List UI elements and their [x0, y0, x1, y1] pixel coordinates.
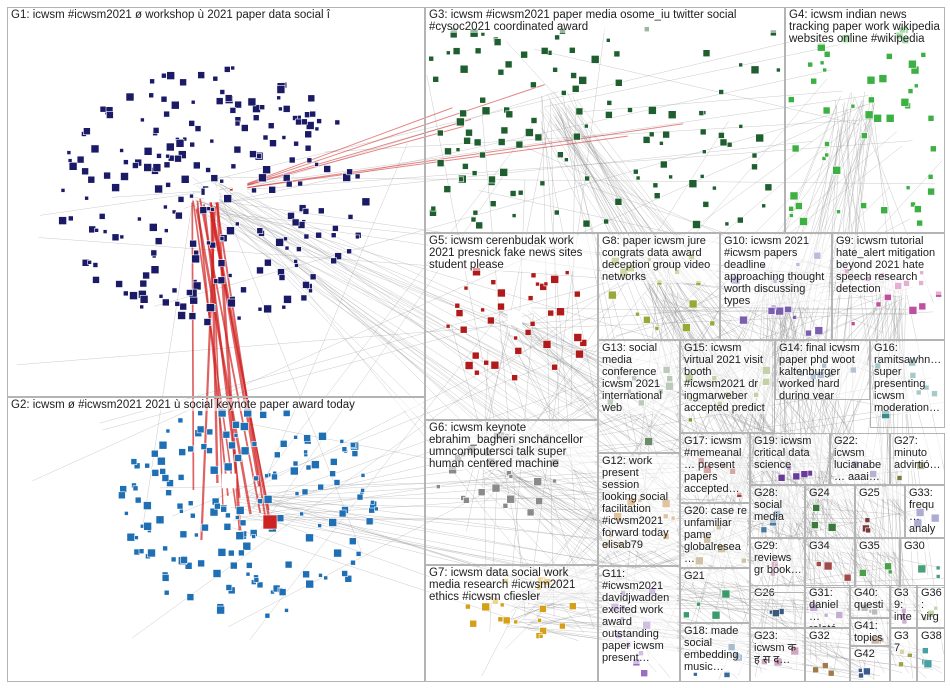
- group-box-g24: G24: [805, 485, 855, 538]
- group-label: G33: frequ… analy…: [909, 487, 942, 538]
- group-label: G34: [809, 540, 852, 552]
- group-label: G35: [859, 540, 897, 552]
- group-label: G1: icwsm #icwsm2021 ø workshop ù 2021 p…: [11, 9, 422, 21]
- group-label: G25: [859, 487, 902, 499]
- group-box-g27: G27: minuto advirtió…: [890, 433, 945, 485]
- group-box-g20: G20: case re unfamiliar pame globalresea…: [680, 503, 750, 568]
- group-box-g18: G18: made social embedding music…: [680, 623, 750, 682]
- group-label: G31: daniel… relató…: [809, 587, 847, 628]
- group-box-g41: G41: topics…: [850, 618, 890, 646]
- group-box-g4: G4: icwsm indian news tracking paper wor…: [785, 7, 945, 233]
- group-label: G9: icwsm tutorial hate_alert mitigation…: [836, 235, 942, 295]
- group-label: G40: questi…: [854, 587, 887, 618]
- group-box-g37: G37: [890, 628, 917, 682]
- group-box-g29: G29: reviews gr book…: [750, 538, 805, 593]
- group-box-g13: G13: social media conference icwsm 2021 …: [598, 340, 680, 453]
- group-box-g21: G21: [680, 568, 750, 623]
- group-label: G29: reviews gr book…: [754, 540, 802, 576]
- group-label: G21: [684, 570, 747, 582]
- group-box-g7: G7: icwsm data social work media researc…: [425, 565, 598, 682]
- group-label: G4: icwsm indian news tracking paper wor…: [789, 9, 942, 45]
- group-box-g35: G35: [855, 538, 900, 588]
- group-label: G22: icwsm lucianabe… aaai…: [834, 435, 887, 483]
- group-label: G10: icwsm 2021 #icwsm papers deadline a…: [724, 235, 829, 307]
- group-label: G16: ramitsawhn… super presenting icwsm …: [874, 342, 942, 414]
- group-box-g39: G39: inte… soc…: [890, 585, 917, 628]
- group-box-g30: G30: [900, 538, 945, 588]
- group-box-g31: G31: daniel… relató…: [805, 585, 850, 628]
- group-label: G13: social media conference icwsm 2021 …: [602, 342, 677, 414]
- group-label: G38: [921, 630, 942, 642]
- group-box-g36: G36: virg… soc…: [917, 585, 945, 628]
- group-label: G32: [809, 630, 847, 642]
- group-box-g3: G3: icwsm #icwsm2021 paper media osome_i…: [425, 7, 785, 233]
- group-box-g22: G22: icwsm lucianabe… aaai…: [830, 433, 890, 485]
- group-label: G18: made social embedding music…: [684, 625, 747, 673]
- group-label: G19: icwsm critical data science: [754, 435, 827, 471]
- group-label: G27: minuto advirtió…: [894, 435, 942, 471]
- group-label: G24: [809, 487, 852, 499]
- group-label: G7: icwsm data social work media researc…: [429, 567, 595, 603]
- group-box-g10: G10: icwsm 2021 #icwsm papers deadline a…: [720, 233, 832, 340]
- group-label: G37: [894, 630, 914, 654]
- group-box-g15: G15: icwsm virtual 2021 visit booth #icw…: [680, 340, 775, 433]
- group-label: G5: icwsm cerenbudak work 2021 presnick …: [429, 235, 595, 271]
- group-label: G42: [854, 648, 887, 660]
- group-box-g8: G8: paper icwsm jure congrats data award…: [598, 233, 720, 340]
- group-label: G41: topics…: [854, 620, 887, 646]
- group-box-g28: G28: social media: [750, 485, 805, 538]
- group-label: G15: icwsm virtual 2021 visit booth #icw…: [684, 342, 772, 414]
- group-box-g16: G16: ramitsawhn… super presenting icwsm …: [870, 340, 945, 428]
- group-label: G36: virg… soc…: [921, 587, 942, 628]
- group-box-g19: G19: icwsm critical data science: [750, 433, 830, 485]
- group-box-g42: G42: [850, 646, 890, 682]
- group-box-g6: G6: icwsm keynote ebrahim_bagheri snchan…: [425, 420, 598, 565]
- group-box-g9: G9: icwsm tutorial hate_alert mitigation…: [832, 233, 945, 340]
- group-label: G8: paper icwsm jure congrats data award…: [602, 235, 717, 283]
- group-box-g12: G12: work present session looking social…: [598, 453, 680, 566]
- group-label: G12: work present session looking social…: [602, 455, 677, 551]
- group-label: G11: #icwsm2021 davidjwadden excited wor…: [602, 568, 677, 664]
- group-label: G2: icwsm ø #icwsm2021 2021 ù social key…: [11, 399, 422, 411]
- group-label: G14: final icwsm paper phd woot kaltenbu…: [779, 342, 867, 400]
- group-label: G6: icwsm keynote ebrahim_bagheri snchan…: [429, 422, 595, 470]
- group-box-g25: G25: [855, 485, 905, 538]
- group-box-g40: G40: questi…: [850, 585, 890, 618]
- group-box-g5: G5: icwsm cerenbudak work 2021 presnick …: [425, 233, 598, 420]
- group-label: G20: case re unfamiliar pame globalresea…: [684, 505, 747, 565]
- group-label: G39: inte… soc…: [894, 587, 914, 628]
- group-label: G30: [904, 540, 942, 552]
- group-box-g32: G32: [805, 628, 850, 682]
- group-label: G23: icwsm क ह स द…: [754, 630, 802, 666]
- group-box-g38: G38: [917, 628, 945, 682]
- group-box-g17: G17: icwsm #memeanal… present papers acc…: [680, 433, 750, 503]
- group-box-g11: G11: #icwsm2021 davidjwadden excited wor…: [598, 566, 680, 682]
- group-label: G17: icwsm #memeanal… present papers acc…: [684, 435, 747, 495]
- group-label: G3: icwsm #icwsm2021 paper media osome_i…: [429, 9, 782, 33]
- group-box-g1: G1: icwsm #icwsm2021 ø workshop ù 2021 p…: [7, 7, 425, 397]
- group-box-g34: G34: [805, 538, 855, 588]
- group-box-g23: G23: icwsm क ह स द…: [750, 628, 805, 682]
- group-box-g33: G33: frequ… analy…: [905, 485, 945, 538]
- group-box-g2: G2: icwsm ø #icwsm2021 2021 ù social key…: [7, 397, 425, 682]
- group-box-g14: G14: final icwsm paper phd woot kaltenbu…: [775, 340, 870, 400]
- group-label: G28: social media: [754, 487, 802, 523]
